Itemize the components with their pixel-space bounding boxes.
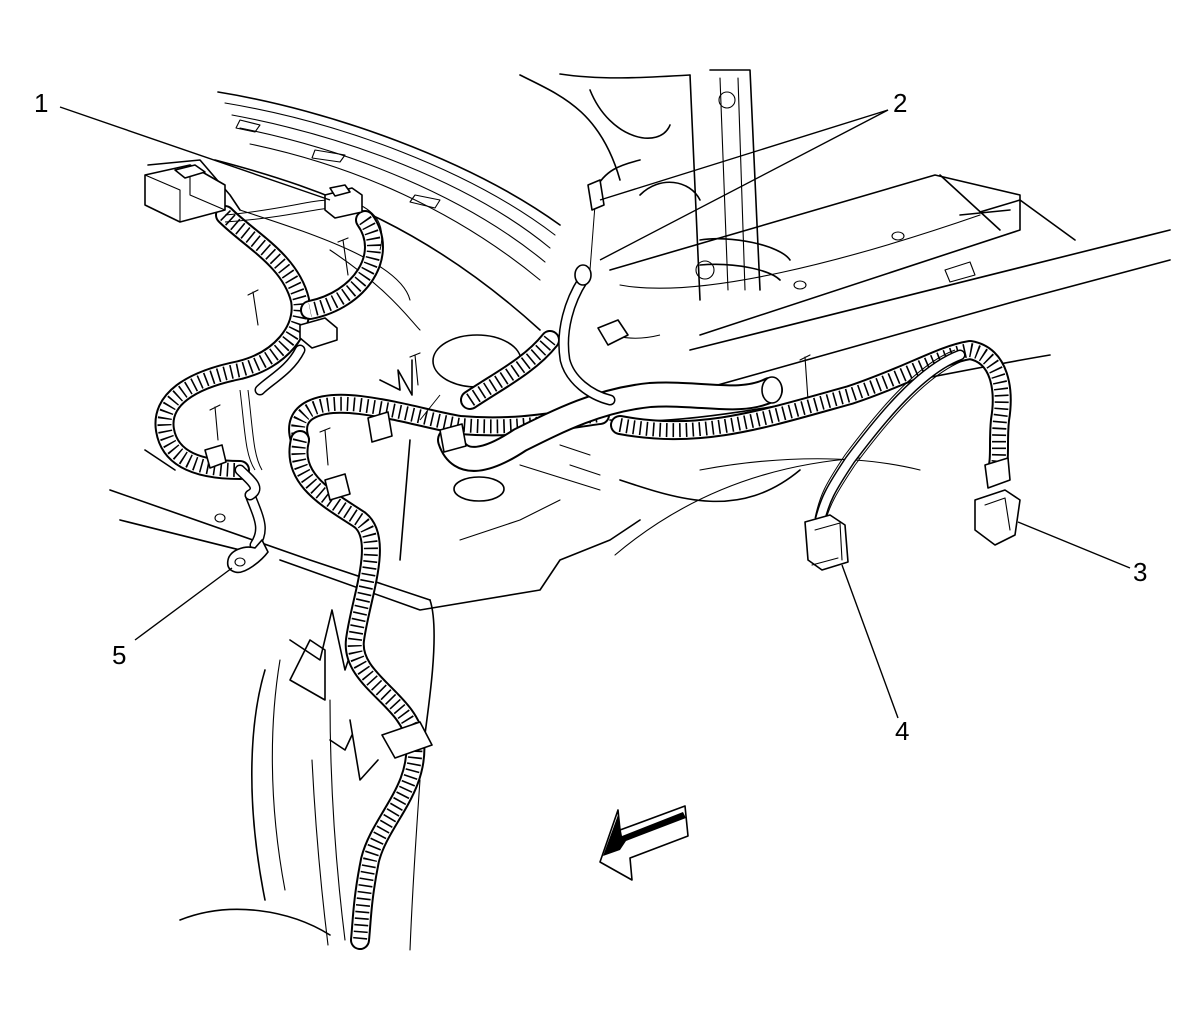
harness-clamp (381, 721, 433, 759)
clip-harness (367, 411, 393, 443)
harness-components (144, 164, 1021, 759)
clip-center (324, 473, 351, 501)
branch-wires (224, 199, 966, 551)
callout-4: 4 (895, 716, 909, 746)
connector-2 (597, 319, 629, 346)
callout-5: 5 (112, 640, 126, 670)
callout-labels: 1 2 3 4 5 (34, 88, 1147, 746)
main-connector (144, 164, 226, 223)
callout-3: 3 (1133, 557, 1147, 587)
main-harness-conduit (154, 205, 1012, 950)
clip-harness-2 (439, 423, 467, 453)
connector-3 (974, 457, 1021, 546)
stud-connector-2 (587, 179, 605, 211)
callout-leader-lines (59, 106, 1131, 719)
callout-1: 1 (34, 88, 48, 118)
connector-mid-left (299, 317, 338, 349)
connector-1 (324, 184, 363, 219)
connector-4 (804, 514, 849, 571)
front-direction-arrow (599, 805, 689, 881)
ground-eyelet-terminal (226, 539, 269, 574)
clip-left (204, 444, 227, 469)
callout-2: 2 (893, 88, 907, 118)
